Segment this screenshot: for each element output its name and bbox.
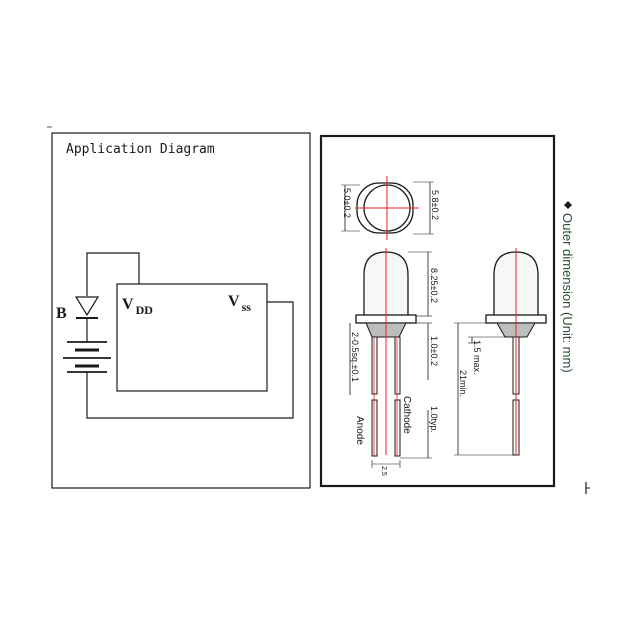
dim-max: 1.5 max. <box>472 340 482 375</box>
application-frame <box>51 132 311 489</box>
caption-text: Outer dimension (Unit: mm) <box>560 213 575 373</box>
dim-body-height: 8.25±0.2 <box>429 268 439 303</box>
battery-label: B <box>56 305 67 322</box>
label-cathode: Cathode <box>401 396 412 434</box>
dim-min: 21min. <box>458 370 468 397</box>
dim-lead-sq: 2-0.5sq.±0.1 <box>350 332 360 382</box>
battery-symbol <box>63 341 111 373</box>
dim-flange: 1.0±0.2 <box>429 336 439 366</box>
led-front-view <box>349 248 432 468</box>
application-title: Application Diagram <box>66 142 215 157</box>
led-top-view <box>341 176 434 240</box>
ic-box <box>116 283 268 392</box>
outer-dimension-caption: Outer dimension (Unit: mm) <box>560 201 575 373</box>
dim-pitch: 2.5 <box>380 466 387 476</box>
dim-top-flange: 5.8±0.2 <box>430 190 440 220</box>
label-anode: Anode <box>354 416 365 445</box>
dim-typ: 1.0typ. <box>429 406 439 433</box>
led-side-view <box>454 248 547 456</box>
wire-top <box>86 252 140 296</box>
wire-return <box>86 301 294 419</box>
diode-triangle <box>74 296 100 317</box>
dimension-frame <box>319 134 556 488</box>
diamond-bullet-icon <box>564 201 572 209</box>
dim-top-width: 5.0±0.2 <box>342 188 352 218</box>
outer-dimension-panel: 5.0±0.2 5.8±0.2 <box>319 134 556 488</box>
